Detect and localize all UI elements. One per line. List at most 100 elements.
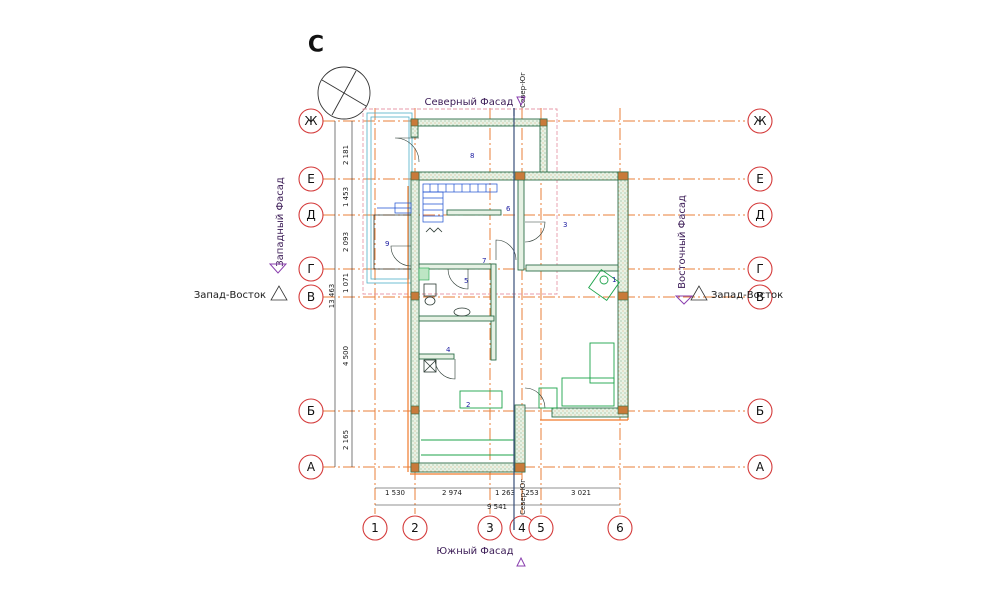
facade-east: Восточный Фасад [677,195,688,289]
dim-left-total: 13 463 [328,284,336,309]
stair [422,183,498,233]
porch-9 [373,202,412,270]
dim-left-5: 4 500 [342,346,350,366]
door-entry [390,245,412,267]
wall-south-east [551,407,629,418]
dim-bottom-4: 253 [525,489,538,497]
facade-west: Западный Фасад [275,177,286,267]
wall-south-west [410,462,522,473]
section-west-east: Запад-Восток Запад-Восток [194,285,783,301]
section-label-bottom: Север-Юг [519,479,527,515]
toilet-tank [423,283,437,297]
axis-label-a-right: А [756,460,765,474]
wall-north-annex [410,118,548,127]
door-south [524,387,546,409]
wall-room3-south [525,264,619,272]
north-arrow-icon: С [308,33,371,120]
dim-left-3: 2 093 [342,232,350,252]
axis-label-v-left: В [307,290,315,304]
axis-bubble-zh-right [747,108,773,134]
facade-north-marker [516,96,526,107]
room-7: 7 [482,257,486,265]
room-1: 1 [612,276,616,284]
dim-bottom-5: 3 021 [571,489,591,497]
wall-wc-right [490,263,497,361]
axis-label-d-left: Д [306,208,315,222]
dim-left-6: 2 165 [342,430,350,450]
section-marker-right [690,285,708,301]
dim-bottom-3: 1 263 [495,489,515,497]
room-6: 6 [506,205,511,213]
facade-south: Южный Фасад [436,546,513,557]
compass-line-2 [331,70,357,116]
axis-bubbles-bottom: 1 2 3 4 5 6 [362,515,633,541]
north-symbol: С [308,33,324,58]
axis-bubble-1 [362,515,388,541]
axis-bubble-3 [477,515,503,541]
axis-label-e-left: Е [307,172,315,186]
axis-label-2: 2 [411,521,419,535]
wall-west [410,171,420,473]
axis-bubble-b-left [298,398,324,424]
axis-label-g-left: Г [307,262,314,276]
dim-bottom-2: 2 974 [442,489,463,497]
axis-label-zh-left: Ж [305,114,318,128]
axis-bubble-e-left [298,166,324,192]
room-9: 9 [385,240,389,248]
axis-bubble-g-left [298,256,324,282]
chair [538,387,558,409]
room-5: 5 [464,277,468,285]
left-dimension-chain: 2 181 1 453 2 093 1 071 4 500 2 165 13 4… [328,121,353,467]
room-3: 3 [563,221,567,229]
axis-label-b-right: Б [756,404,764,418]
axis-bubble-a-right [747,454,773,480]
facade-south-marker [516,556,526,567]
dim-left-1: 2 181 [342,145,350,165]
axis-bubble-v-right [747,284,773,310]
kitchen-box [423,359,437,373]
axis-label-3: 3 [486,521,494,535]
axis-bubble-d-right [747,202,773,228]
door-annex [394,137,420,163]
wall-partition-6 [517,179,525,271]
washbasin [453,307,471,317]
axis-bubbles-right: Ж Е Д Г В Б А [747,108,773,480]
axis-label-a-left: А [307,460,316,474]
axis-label-v-right: В [756,290,764,304]
room-4: 4 [446,346,451,354]
axis-label-g-right: Г [756,262,763,276]
dim-left-4: 1 071 [342,273,350,293]
axis-label-6: 6 [616,521,624,535]
axis-bubble-d-left [298,202,324,228]
bottom-dimension-chain: 1 530 2 974 1 263 253 3 021 9 541 [375,487,620,511]
axis-bubbles-left: Ж Е Д Г В Б А [298,108,324,480]
section-north-south: Север-Юг Север-Юг [513,72,527,530]
section-label-right: Запад-Восток [711,290,783,301]
door-room4 [434,358,456,380]
bed [459,390,503,409]
section-label-top: Север-Юг [519,72,527,108]
facade-west-marker [268,263,288,274]
room-8: 8 [470,152,474,160]
fixtures [418,267,620,456]
axis-bubble-e-right [747,166,773,192]
facade-north: Северный Фасад [425,97,514,108]
axis-bubble-b-right [747,398,773,424]
axis-label-d-right: Д [755,208,764,222]
axis-bubble-g-right [747,256,773,282]
room-2: 2 [466,401,470,409]
axis-label-5: 5 [537,521,545,535]
axis-bubble-2 [402,515,428,541]
axis-bubble-zh-left [298,108,324,134]
door-wc [447,268,469,290]
facade-east-marker [674,295,694,305]
axis-bubble-a-left [298,454,324,480]
wall-annex-right [539,118,548,180]
stove [418,267,430,281]
door-room3 [524,221,546,243]
lamp [599,275,609,285]
axis-label-zh-right: Ж [754,114,767,128]
axis-bubble-6 [607,515,633,541]
armchair [588,269,620,301]
